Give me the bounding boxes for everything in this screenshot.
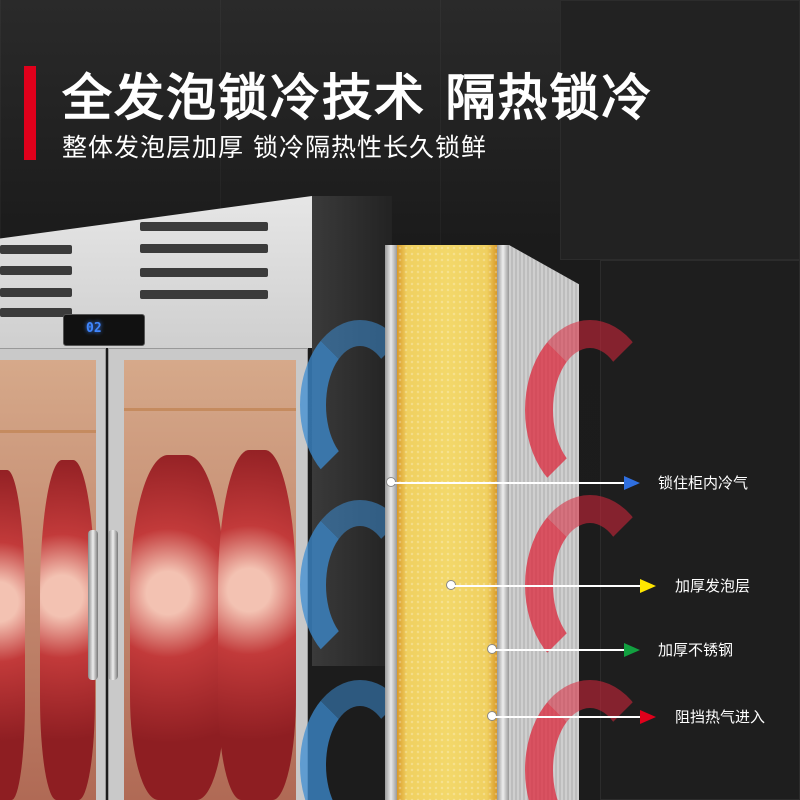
- door-handle[interactable]: [108, 530, 118, 680]
- meat-carcass: [130, 455, 225, 800]
- vent-slot: [140, 290, 268, 299]
- temperature-readout: 02: [86, 321, 102, 336]
- background-panel: [560, 0, 800, 260]
- callout-line: [452, 585, 642, 587]
- arrow-yellow-icon: [640, 579, 656, 593]
- accent-bar: [24, 66, 36, 160]
- callout-label: 加厚发泡层: [675, 577, 751, 595]
- meat-carcass: [0, 470, 25, 800]
- subheadline: 整体发泡层加厚 锁冷隔热性长久锁鲜: [62, 133, 487, 162]
- meat-carcass: [218, 450, 296, 800]
- callout-line: [392, 482, 626, 484]
- callout-label: 锁住柜内冷气: [658, 474, 749, 492]
- vent-slot: [0, 266, 72, 275]
- door-handle[interactable]: [88, 530, 98, 680]
- heat-arrow-icon: [525, 320, 655, 500]
- hanging-rail: [124, 408, 296, 411]
- vent-slot: [140, 244, 268, 253]
- callout-label: 阻挡热气进入: [675, 708, 766, 726]
- vent-slot: [140, 222, 268, 231]
- arrow-green-icon: [624, 643, 640, 657]
- callout-label: 加厚不锈钢: [658, 641, 734, 659]
- control-display[interactable]: 02: [63, 314, 145, 346]
- meat-carcass: [40, 460, 95, 800]
- inner-steel-layer: [385, 245, 397, 800]
- callout-line: [493, 649, 625, 651]
- arrow-blue-icon: [624, 476, 640, 490]
- vent-slot: [0, 288, 72, 297]
- vent-slot: [140, 268, 268, 277]
- vent-slot: [0, 245, 72, 254]
- hanging-rail: [0, 430, 96, 433]
- outer-steel-layer: [497, 245, 509, 800]
- callout-line: [493, 716, 641, 718]
- foam-insulation-layer: [397, 245, 497, 800]
- arrow-red-icon: [640, 710, 656, 724]
- vent-slot: [0, 308, 72, 317]
- headline: 全发泡锁冷技术 隔热锁冷: [62, 69, 654, 127]
